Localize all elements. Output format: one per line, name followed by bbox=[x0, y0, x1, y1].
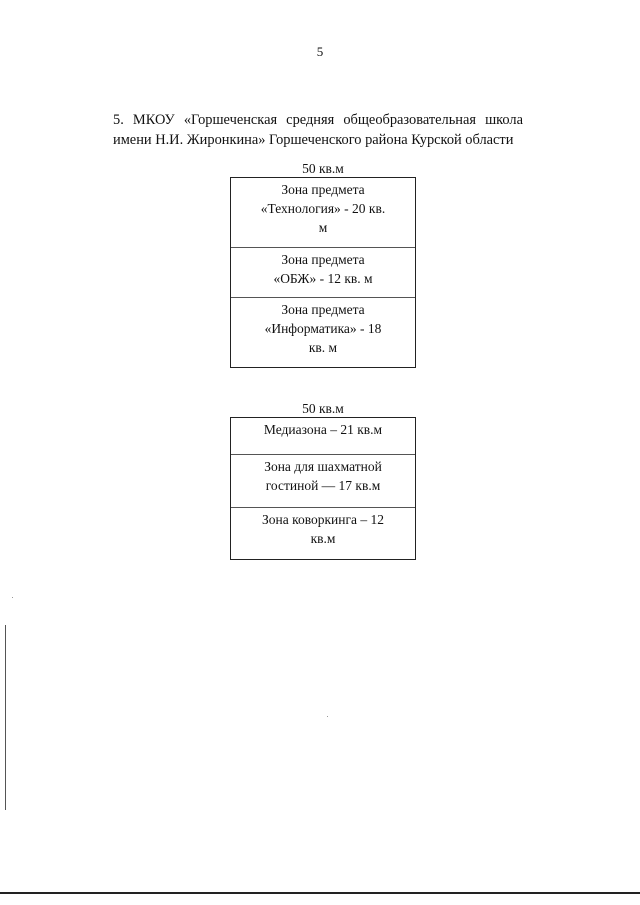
scan-speck bbox=[327, 716, 328, 717]
scan-speck bbox=[12, 597, 13, 598]
plan1-zone-obzh: Зона предмета «ОБЖ» - 12 кв. м bbox=[231, 248, 415, 298]
scan-margin-line bbox=[5, 625, 6, 810]
plan2-zone-coworking: Зона коворкинга – 12 кв.м bbox=[261, 512, 385, 546]
plan1-area-label: 50 кв.м bbox=[302, 161, 344, 176]
scan-bottom-edge bbox=[0, 892, 640, 894]
page-number: 5 bbox=[316, 44, 324, 59]
plan2-zone-media: Медиазона – 21 кв.м bbox=[231, 418, 415, 455]
section-heading: 5. МКОУ «Горшеченская средняя общеобразо… bbox=[113, 112, 523, 148]
plan2-area-label: 50 кв.м bbox=[302, 401, 344, 416]
plan2-zone-chess: Зона для шахматной гостиной — 17 кв.м bbox=[231, 455, 415, 508]
plan1-box: Зона предмета «Технология» - 20 кв. м Зо… bbox=[230, 177, 416, 368]
plan1-zone-technology: Зона предмета «Технология» - 20 кв. м bbox=[231, 178, 415, 248]
plan2-box: Медиазона – 21 кв.м Зона для шахматной г… bbox=[230, 417, 416, 560]
plan1-zone-informatics: Зона предмета «Информатика» - 18 кв. м bbox=[264, 302, 382, 355]
